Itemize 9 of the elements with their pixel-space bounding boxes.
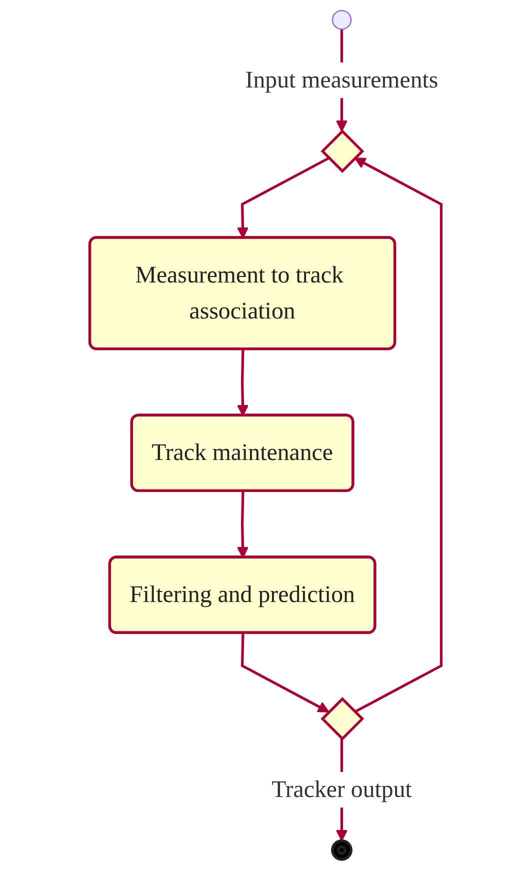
arrow xyxy=(354,158,443,714)
edge-label: Input measurements xyxy=(245,66,438,93)
edge-label: Tracker output xyxy=(272,776,412,802)
node-circle xyxy=(332,10,352,30)
node-diamond xyxy=(320,697,364,741)
arrow xyxy=(236,349,249,416)
arrow xyxy=(240,633,330,712)
node-diamond xyxy=(320,129,364,173)
arrow xyxy=(236,491,249,558)
